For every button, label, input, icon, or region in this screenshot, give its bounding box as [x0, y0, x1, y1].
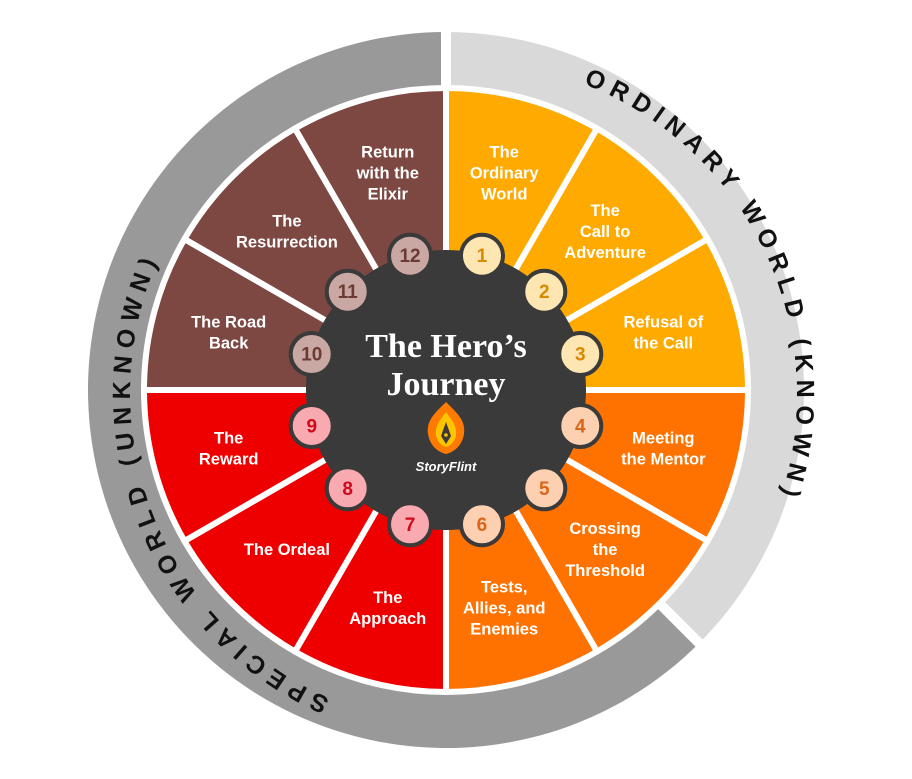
- title-line-1: The Hero’s: [365, 328, 526, 365]
- stage-label: Return: [361, 144, 414, 162]
- stage-badge-7: 7: [387, 501, 434, 548]
- stage-badge-12: 12: [387, 232, 434, 279]
- stage-badge-4: 4: [557, 402, 604, 449]
- stage-label: Ordinary: [470, 165, 540, 183]
- stage-badge-5: 5: [521, 465, 568, 512]
- stage-badge-9: 9: [288, 402, 335, 449]
- stage-label: The: [214, 430, 243, 448]
- stage-badge-8: 8: [324, 465, 371, 512]
- stage-label: The: [590, 202, 619, 220]
- stage-label: Allies, and: [463, 599, 546, 617]
- stage-number: 11: [338, 282, 359, 303]
- stage-label: the Mentor: [621, 451, 706, 469]
- stage-label: Meeting: [632, 430, 694, 448]
- stage-number: 4: [575, 416, 586, 437]
- stage-number: 3: [575, 345, 586, 366]
- stage-number: 10: [301, 345, 322, 366]
- stage-number: 9: [306, 416, 317, 437]
- special-world-ring: [87, 32, 700, 748]
- stage-label: The: [490, 144, 519, 162]
- stage-label: Reward: [199, 451, 259, 469]
- stage-badge-11: 11: [324, 268, 371, 315]
- stage-label: World: [481, 186, 527, 204]
- title-line-2: Journey: [387, 366, 506, 403]
- stage-label: with the: [356, 165, 419, 183]
- ordinary-world-ring: [446, 32, 804, 644]
- stage-number: 5: [539, 479, 550, 500]
- stage-label: the: [593, 541, 618, 559]
- stage-label: The Road: [191, 313, 266, 331]
- stage-badge-3: 3: [557, 331, 604, 378]
- stage-label: Tests,: [481, 578, 527, 596]
- stage-badge-6: 6: [458, 501, 505, 548]
- hub-circle: [306, 250, 586, 530]
- stage-label: Approach: [349, 610, 426, 628]
- ring-dividers: [441, 30, 705, 649]
- stage-label: The: [373, 589, 402, 607]
- stage-label: Threshold: [565, 562, 645, 580]
- stage-badge-1: 1: [458, 232, 505, 279]
- stage-number: 2: [539, 282, 550, 303]
- stage-label: The Ordeal: [244, 541, 330, 559]
- stage-number: 6: [477, 515, 488, 536]
- stage-label: Enemies: [470, 620, 538, 638]
- stage-badge-2: 2: [521, 268, 568, 315]
- stage-badge-10: 10: [288, 331, 335, 378]
- stage-label: Crossing: [569, 520, 641, 538]
- stage-label: The: [272, 212, 301, 230]
- flame-pen-nib-icon: [427, 402, 465, 454]
- stage-label: Call to: [580, 223, 630, 241]
- stage-label: the Call: [634, 334, 694, 352]
- center-hub: The Hero’s Journey StoryFlint: [306, 250, 586, 530]
- stage-label: Refusal of: [623, 313, 703, 331]
- stage-label: Adventure: [564, 244, 646, 262]
- stage-number: 7: [405, 515, 416, 536]
- stage-number: 1: [477, 246, 488, 267]
- stage-label: Back: [209, 334, 249, 352]
- ring-divider: [654, 598, 705, 649]
- stage-number: 8: [342, 479, 353, 500]
- stage-label: Resurrection: [236, 233, 338, 251]
- stage-label: Elixir: [368, 186, 409, 204]
- brand-name: StoryFlint: [416, 459, 477, 474]
- stage-number: 12: [399, 246, 420, 267]
